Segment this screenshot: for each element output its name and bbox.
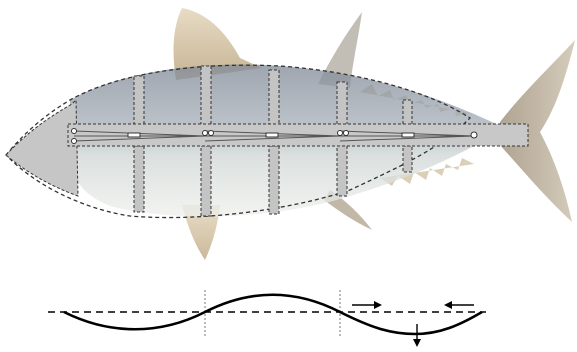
actuator [266, 133, 278, 137]
joint [203, 131, 208, 136]
rib-upper [269, 70, 279, 128]
rib-lower [134, 146, 144, 212]
wave-diagram [48, 290, 486, 347]
joint [471, 132, 477, 138]
actuator [402, 133, 414, 137]
joint [338, 131, 343, 136]
rib-lower [201, 146, 211, 216]
rib-upper [201, 66, 211, 128]
rib-upper [337, 82, 347, 128]
joint [72, 139, 77, 144]
joint [72, 129, 77, 134]
rib-lower [337, 146, 347, 196]
right-arrow [352, 301, 382, 309]
joint [209, 131, 214, 136]
actuator [128, 133, 140, 137]
rib-lower [403, 146, 412, 172]
rib-lower [269, 146, 279, 214]
down-arrow [413, 324, 421, 347]
head-plate [6, 100, 78, 196]
rib-upper [134, 76, 144, 128]
left-arrow [444, 301, 474, 309]
joint [344, 131, 349, 136]
wave-curve [64, 295, 482, 334]
